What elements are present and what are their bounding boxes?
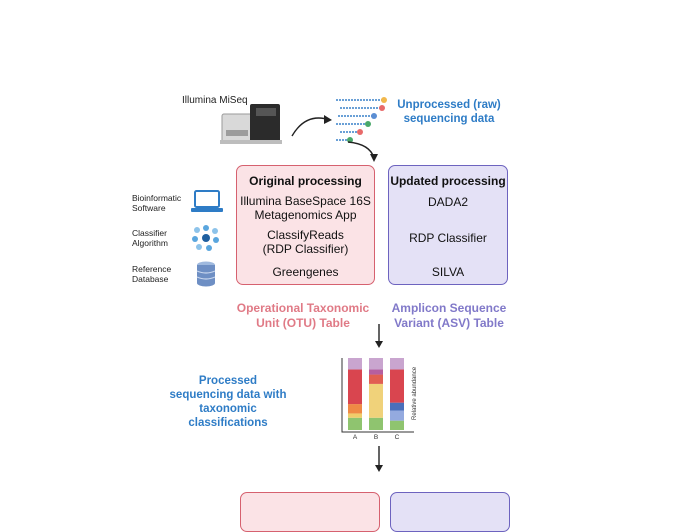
otu-table-line1: Operational Taxonomic [236,301,370,315]
updated-database: SILVA [431,265,465,279]
original-classifier: ClassifyReads (RDP Classifier) [237,228,374,256]
bar-segment-c-2 [390,410,404,421]
tick-label-a: A [352,434,358,441]
arrow-icon [347,141,378,162]
asv-table-line1: Amplicon Sequence [391,301,507,315]
database-icon [196,261,216,287]
processed-line3: taxonomic [199,403,257,415]
sequencer-icon [220,104,282,144]
sequencer-label: Illumina MiSeq [182,95,248,106]
bar-segment-b-2 [369,383,383,418]
bar-segment-b-3 [369,374,383,384]
asv-table-title: Amplicon Sequence Variant (ASV) Table [382,301,516,331]
classifier-dots-icon [192,225,219,251]
original-software: Illumina BaseSpace 16S Metagenomics App [237,194,374,222]
chart-tick-row: A B C [340,434,420,444]
otu-table-title: Operational Taxonomic Unit (OTU) Table [228,301,378,331]
classifier-side-label-line1: Classifier [132,228,167,238]
otu-table-line2: Unit (OTU) Table [256,316,350,330]
software-side-label-line2: Software [132,203,166,213]
bar-segment-a-4 [348,369,362,405]
asv-table-line2: Variant (ASV) Table [394,316,504,330]
software-side-label-line1: Bioinformatic [132,193,182,203]
original-software-line2: Metagenomics App [254,208,357,222]
processed-line1: Processed [198,375,258,387]
bottom-original-box [240,492,380,532]
processed-data-title: Processed sequencing data with taxonomic… [160,374,296,430]
database-side-label-line1: Reference [132,264,172,274]
reads-icon [336,97,387,143]
original-heading: Original processing [249,174,362,188]
original-classifier-line2: (RDP Classifier) [262,242,349,256]
original-processing-box: Original processing Illumina BaseSpace 1… [236,165,375,285]
updated-heading: Updated processing [390,174,506,188]
bar-segment-b-5 [369,358,383,370]
updated-software: DADA2 [427,195,468,209]
chart-y-label: Relative abundance [412,366,418,420]
bar-segment-a-3 [348,404,362,414]
arrow-icon [291,115,332,137]
raw-data-line2: sequencing data [403,113,495,125]
tick-label-b: B [373,434,379,441]
processed-line2: sequencing data with [169,389,287,401]
bar-segment-b-4 [369,369,383,375]
arrow-icon [375,324,383,348]
classifier-side-label: Classifier Algorithm [132,228,168,248]
chart-axes [341,358,414,433]
bottom-updated-box [390,492,510,532]
bar-segment-b-1 [369,417,383,430]
bar-segment-a-2 [348,413,362,418]
updated-processing-box: Updated processing DADA2 RDP Classifier … [388,165,508,285]
bar-segment-c-5 [390,358,404,370]
original-database: Greengenes [272,265,339,279]
software-side-label: Bioinformatic Software [132,193,181,213]
classifier-side-label-line2: Algorithm [132,238,168,248]
bar-segment-c-3 [390,402,404,411]
updated-classifier: RDP Classifier [409,231,487,245]
database-side-label-line2: Database [132,274,169,284]
bar-segment-c-4 [390,369,404,403]
bar-segment-c-1 [390,420,404,430]
database-side-label: Reference Database [132,264,171,284]
raw-data-line1: Unprocessed (raw) [397,99,501,111]
arrow-icon [375,446,383,472]
tick-label-c: C [394,434,400,441]
raw-data-title: Unprocessed (raw) sequencing data [394,98,504,126]
original-software-line1: Illumina BaseSpace 16S [240,194,371,208]
relative-abundance-chart [341,358,414,433]
laptop-icon [191,190,223,212]
bar-segment-a-1 [348,417,362,430]
bar-segment-a-5 [348,358,362,370]
original-classifier-line1: ClassifyReads [267,228,344,242]
processed-line4: classifications [188,417,268,429]
